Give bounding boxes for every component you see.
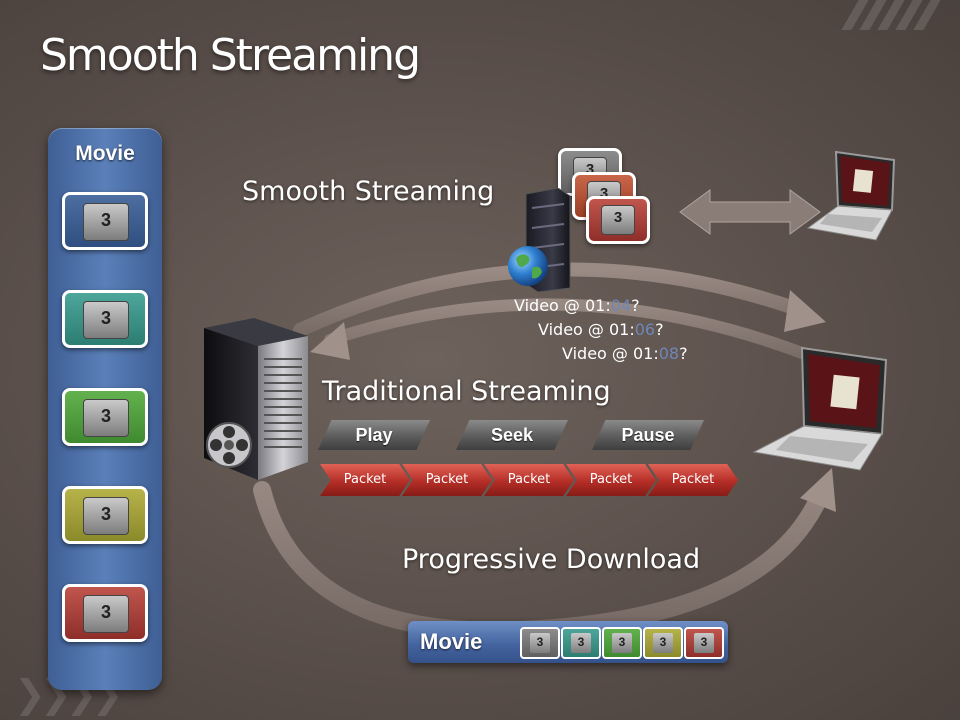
- laptop-icon: [806, 150, 896, 241]
- movie-column-label: Movie: [75, 142, 135, 165]
- film-frame-icon: 3: [83, 203, 129, 241]
- play-command: Play: [318, 420, 430, 450]
- packet-2: Packet: [402, 464, 492, 496]
- film-frame-icon: 3: [601, 205, 635, 235]
- inner-arc-arrow: [324, 298, 826, 366]
- traditional-streaming-label: Traditional Streaming: [322, 376, 611, 407]
- bar-chunk-1: 3: [520, 627, 560, 659]
- bottom-arc-arrowhead: [800, 468, 836, 512]
- movie-chunk-5: 3: [62, 584, 148, 642]
- film-frame-icon: 3: [83, 497, 129, 535]
- movie-chunk-4: 3: [62, 486, 148, 544]
- film-frame-icon: 3: [571, 633, 591, 653]
- pause-command: Pause: [592, 420, 704, 450]
- double-arrow-icon: [679, 189, 821, 235]
- bar-chunk-2: 3: [561, 627, 601, 659]
- film-frame-icon: 3: [530, 633, 550, 653]
- film-reel-icon: [206, 422, 252, 468]
- packet-3: Packet: [484, 464, 574, 496]
- film-frame-icon: 3: [612, 633, 632, 653]
- film-frame-icon: 3: [83, 595, 129, 633]
- bar-chunk-4: 3: [643, 627, 683, 659]
- movie-chunk-2: 3: [62, 290, 148, 348]
- globe-icon: [508, 246, 548, 286]
- film-frame-icon: 3: [83, 301, 129, 339]
- request-line-3: Video @ 01:08?: [562, 344, 688, 363]
- inner-arc-arrowhead: [310, 322, 350, 360]
- film-frame-icon: 3: [653, 633, 673, 653]
- request-line-1: Video @ 01:04?: [514, 296, 640, 315]
- film-frame-icon: 3: [83, 399, 129, 437]
- packet-5: Packet: [648, 464, 738, 496]
- film-frame-icon: 3: [694, 633, 714, 653]
- movie-chunk-3: 3: [62, 388, 148, 446]
- smooth-chunk-3: 3: [586, 196, 650, 244]
- bar-chunk-5: 3: [684, 627, 724, 659]
- packet-4: Packet: [566, 464, 656, 496]
- page-title: Smooth Streaming: [40, 30, 421, 81]
- bar-chunk-3: 3: [602, 627, 642, 659]
- top-arc-arrowhead: [784, 290, 826, 332]
- seek-command: Seek: [456, 420, 568, 450]
- smooth-streaming-label: Smooth Streaming: [242, 176, 495, 207]
- progressive-download-label: Progressive Download: [402, 544, 701, 575]
- movie-bar-label: Movie: [420, 629, 483, 654]
- movie-chunk-1: 3: [62, 192, 148, 250]
- laptop-icon: [752, 346, 888, 471]
- packet-1: Packet: [320, 464, 410, 496]
- request-line-2: Video @ 01:06?: [538, 320, 664, 339]
